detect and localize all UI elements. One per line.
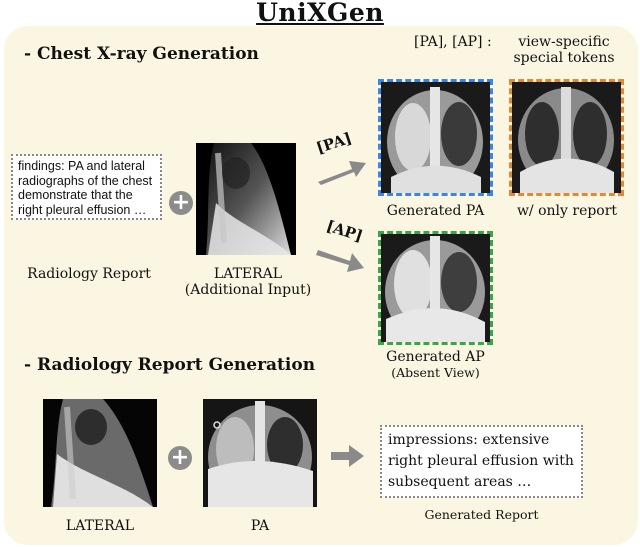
lateral-xray-image	[196, 143, 296, 255]
report-gen-pa-xray	[203, 399, 317, 507]
generated-ap-caption-line2: (Absent View)	[391, 365, 480, 380]
report-only-caption: w/ only report	[516, 203, 618, 219]
generated-ap-xray	[381, 234, 490, 342]
plus-icon: +	[169, 191, 193, 215]
report-gen-pa-caption: PA	[250, 518, 270, 534]
special-tokens-desc: view-specific special tokens	[509, 34, 619, 66]
report-gen-lateral-caption: LATERAL	[65, 518, 135, 534]
input-report-caption: Radiology Report	[27, 266, 151, 282]
special-tokens-prefix: [PA], [AP] :	[414, 34, 492, 50]
generated-ap-frame	[378, 231, 493, 345]
generated-ap-caption: Generated AP (Absent View)	[368, 349, 503, 380]
section-heading-cxr-generation: - Chest X-ray Generation	[24, 44, 259, 64]
special-tokens-desc-line1: view-specific	[518, 34, 610, 50]
ap-xray-image	[381, 234, 490, 342]
pa-xray-image	[381, 82, 490, 193]
lateral-input-xray	[196, 143, 296, 255]
generated-ap-caption-line1: Generated AP	[386, 349, 485, 365]
report-only-xray	[512, 82, 621, 193]
figure-title: UniXGen	[256, 0, 384, 27]
section-heading-report-generation: - Radiology Report Generation	[24, 355, 316, 375]
report-gen-lateral-image	[43, 399, 157, 507]
generated-pa-xray	[381, 82, 490, 193]
generated-pa-caption: Generated PA	[386, 203, 485, 219]
report-only-frame	[509, 79, 624, 196]
special-tokens-desc-line2: special tokens	[513, 50, 615, 66]
lateral-input-caption-line2: (Additional Input)	[184, 282, 312, 298]
generated-pa-frame	[378, 79, 493, 196]
arrow-to-pa-icon	[318, 161, 366, 185]
lateral-input-caption: LATERAL (Additional Input)	[178, 266, 318, 298]
arrow-to-report-icon	[331, 445, 364, 467]
report-gen-lateral-xray	[43, 399, 157, 507]
plus-icon: +	[168, 446, 192, 470]
generated-report-caption: Generated Report	[424, 507, 539, 522]
arrow-to-ap-icon	[316, 250, 364, 272]
report-only-xray-image	[512, 82, 621, 193]
generated-report-text: impressions: extensive right pleural eff…	[388, 432, 574, 490]
input-report-box: findings: PA and lateral radiographs of …	[11, 154, 162, 220]
generated-report-box: impressions: extensive right pleural eff…	[380, 425, 583, 498]
report-gen-pa-image	[203, 399, 317, 507]
lateral-input-caption-line1: LATERAL	[213, 266, 283, 282]
input-report-text: findings: PA and lateral radiographs of …	[18, 159, 153, 217]
